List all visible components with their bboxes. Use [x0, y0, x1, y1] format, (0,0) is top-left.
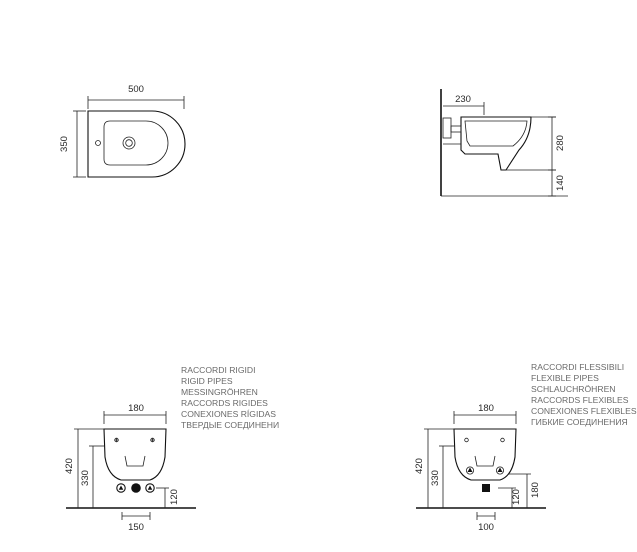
bidet-side-profile — [460, 116, 532, 171]
rigid-bracket — [124, 455, 146, 467]
triangle-icon — [467, 467, 473, 472]
rigid-title-line: CONEXIONES RÍGIDAS — [181, 409, 276, 419]
triangle-icon — [147, 485, 153, 490]
flexible-title-line: SCHLAUCHRÖHREN — [531, 384, 616, 394]
rigid-title-line: ТВЕРДЫЕ СОЕДИНЕНИ — [181, 420, 279, 430]
bolt-hole — [500, 437, 505, 443]
triangle-icon — [497, 467, 503, 472]
wall-bracket-pin — [450, 125, 462, 133]
top-view: 500 350 — [59, 84, 186, 178]
flexible-bracket — [474, 455, 496, 467]
triangle-icon — [118, 485, 124, 490]
rigid-connection-drain — [131, 483, 141, 493]
flexible-bidet-front — [453, 428, 517, 481]
bolt-hole — [464, 437, 469, 443]
flexible-height-mid-label: 330 — [430, 470, 441, 486]
flexible-top-width-label: 180 — [478, 403, 494, 414]
rigid-height-mid-label: 330 — [80, 470, 91, 486]
flexible-pipe-height-label: 120 — [511, 489, 522, 505]
rigid-title-line: RIGID PIPES — [181, 376, 233, 386]
rigid-top-width-label: 180 — [128, 403, 144, 414]
rigid-height-total-label: 420 — [64, 458, 75, 474]
flexible-bottom-width-label: 100 — [478, 522, 494, 533]
tap-hole — [95, 140, 101, 146]
wall-bracket — [442, 117, 452, 139]
side-height-label: 280 — [555, 135, 566, 151]
rigid-pipe-height-label: 120 — [169, 489, 180, 505]
top-depth-label: 350 — [59, 136, 70, 152]
bidet-top-outline — [87, 110, 186, 178]
bidet-bowl-outline — [103, 120, 169, 166]
bidet-side-bowl — [464, 120, 528, 147]
rigid-title-line: RACCORDI RIGIDI — [181, 365, 255, 375]
side-depth-label: 230 — [455, 94, 471, 105]
side-floor-label: 140 — [555, 175, 566, 191]
flexible-title-line: RACCORDI FLESSIBILI — [531, 362, 624, 372]
flexible-title-line: RACCORDS FLEXIBLES — [531, 395, 629, 405]
side-view: 230 280 140 — [440, 89, 568, 197]
drain-inner — [125, 139, 133, 147]
flexible-title-line: CONEXIONES FLEXIBLES — [531, 406, 637, 416]
rigid-bidet-front — [103, 428, 167, 481]
bolt-hole — [150, 437, 155, 443]
rigid-title-line: MESSINGRÖHREN — [181, 387, 258, 397]
flexible-title-line: ГИБКИЕ СОЕДИНЕНИЯ — [531, 417, 628, 427]
flexible-pipes-section: RACCORDI FLESSIBILI FLEXIBLE PIPES SCHLA… — [414, 362, 637, 533]
flexible-title-line: FLEXIBLE PIPES — [531, 373, 599, 383]
flexible-pipe-height-2-label: 180 — [530, 482, 541, 498]
flexible-connection-drain — [482, 484, 490, 492]
drain-outer — [122, 136, 136, 150]
rigid-bottom-width-label: 150 — [128, 522, 144, 533]
rigid-title-line: RACCORDS RIGIDES — [181, 398, 268, 408]
flexible-height-total-label: 420 — [414, 458, 425, 474]
bolt-hole — [114, 437, 119, 443]
rigid-pipes-section: RACCORDI RIGIDI RIGID PIPES MESSINGRÖHRE… — [64, 365, 279, 533]
top-width-label: 500 — [128, 84, 144, 95]
